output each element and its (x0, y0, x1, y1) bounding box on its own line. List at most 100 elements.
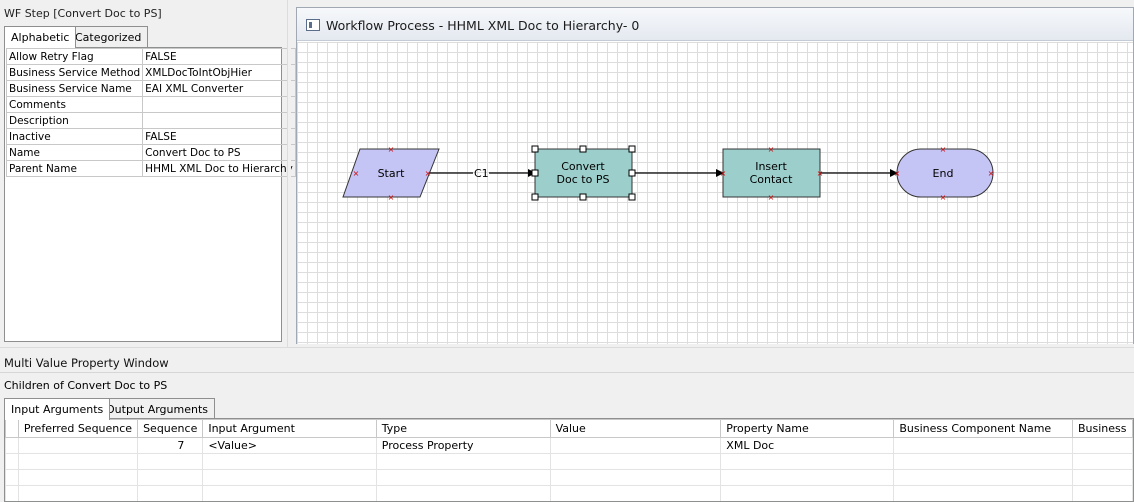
column-header[interactable]: Value (549, 419, 722, 438)
workflow-window: Workflow Process - HHML XML Doc to Hiera… (296, 7, 1134, 344)
property-value[interactable]: FALSE (142, 48, 296, 65)
property-value[interactable]: EAI XML Converter (142, 80, 296, 97)
empty-cell (202, 453, 377, 470)
port-markers: ×× ×× ×× ×× ×× ×× (353, 145, 995, 202)
empty-cell (549, 469, 722, 486)
column-header[interactable]: Business Component Name (893, 419, 1073, 438)
connector-label: C1 (474, 167, 489, 180)
property-name: Parent Name (5, 160, 144, 177)
end-node-label: End (933, 167, 954, 180)
column-header[interactable]: Type (375, 419, 551, 438)
svg-text:×: × (720, 169, 727, 178)
property-name: Description (5, 112, 144, 129)
empty-cell (5, 469, 19, 486)
svg-text:×: × (817, 169, 824, 178)
svg-text:×: × (768, 145, 775, 154)
property-name: Inactive (5, 128, 144, 145)
svg-text:×: × (353, 169, 360, 178)
table-cell[interactable] (5, 437, 19, 454)
tab-alphabetic[interactable]: Alphabetic (4, 26, 77, 48)
empty-cell (720, 485, 895, 501)
svg-text:×: × (768, 193, 775, 202)
end-node[interactable]: End (896, 148, 994, 198)
empty-cell (375, 453, 551, 470)
multi-value-window-title: Multi Value Property Window (0, 353, 1134, 373)
property-row[interactable]: Comments (5, 96, 296, 113)
empty-cell (17, 453, 139, 470)
insert-contact-node[interactable]: Insert Contact (722, 148, 821, 198)
table-row[interactable]: 7<Value>Process Property XML Doc (5, 437, 1133, 454)
property-name: Business Service Method (5, 64, 144, 81)
property-value[interactable] (142, 112, 296, 129)
vertical-splitter[interactable] (287, 0, 291, 347)
svg-text:×: × (988, 169, 995, 178)
column-header[interactable]: Property Name (720, 419, 895, 438)
tab-categorized[interactable]: Categorized (68, 26, 149, 47)
empty-cell (137, 453, 204, 470)
tab-output-arguments[interactable]: Output Arguments (99, 398, 216, 419)
property-value[interactable]: FALSE (142, 128, 296, 145)
table-cell[interactable]: XML Doc (720, 437, 895, 454)
empty-cell (375, 469, 551, 486)
property-pane-title: WF Step [Convert Doc to PS] (4, 7, 162, 20)
workflow-canvas[interactable]: C1 Start Convert Doc to PS (297, 42, 1133, 344)
table-cell[interactable]: Process Property (375, 437, 551, 454)
children-label: Children of Convert Doc to PS (4, 379, 168, 392)
empty-cell (375, 485, 551, 501)
start-node[interactable]: Start (342, 148, 440, 198)
horizontal-splitter[interactable] (0, 347, 1134, 351)
selection-handles[interactable] (531, 145, 636, 201)
property-name: Comments (5, 96, 144, 113)
svg-text:×: × (388, 193, 395, 202)
table-cell[interactable] (893, 437, 1073, 454)
svg-text:×: × (940, 193, 947, 202)
empty-cell (893, 485, 1073, 501)
workflow-title: Workflow Process - HHML XML Doc to Hiera… (326, 18, 640, 33)
empty-cell (137, 469, 204, 486)
table-cell[interactable]: <Value> (202, 437, 377, 454)
empty-cell (549, 453, 722, 470)
column-header[interactable]: Preferred Sequence (17, 419, 139, 438)
column-header[interactable]: Input Argument (202, 419, 377, 438)
svg-text:×: × (940, 145, 947, 154)
table-cell[interactable]: 7 (137, 437, 204, 454)
convert-node-label-1: Convert (561, 160, 605, 173)
empty-cell (720, 453, 895, 470)
workflow-titlebar[interactable]: Workflow Process - HHML XML Doc to Hiera… (297, 8, 1133, 41)
empty-row (5, 453, 1133, 470)
table-cell[interactable] (17, 437, 139, 454)
connector-start-convert[interactable]: C1 (427, 167, 536, 180)
property-value[interactable]: Convert Doc to PS (142, 144, 296, 161)
column-header[interactable] (5, 419, 19, 438)
workflow-diagram: C1 Start Convert Doc to PS (342, 145, 995, 202)
empty-cell (720, 469, 895, 486)
tab-input-arguments[interactable]: Input Arguments (4, 398, 111, 420)
column-header[interactable]: Sequence (137, 419, 204, 438)
table-cell[interactable] (549, 437, 722, 454)
property-name: Business Service Name (5, 80, 144, 97)
insert-node-label-2: Contact (750, 173, 793, 186)
svg-text:×: × (894, 169, 901, 178)
window-icon (306, 19, 320, 31)
property-row[interactable]: Description (5, 112, 296, 129)
property-value[interactable]: XMLDocToIntObjHier (142, 64, 296, 81)
convert-doc-node[interactable]: Convert Doc to PS (531, 145, 636, 201)
empty-cell (893, 453, 1073, 470)
start-node-label: Start (378, 167, 406, 180)
svg-text:×: × (425, 169, 432, 178)
empty-cell (5, 453, 19, 470)
table-cell[interactable] (1072, 437, 1133, 454)
empty-row (5, 469, 1133, 486)
property-value[interactable]: HHML XML Doc to Hierarchy (142, 160, 296, 177)
column-header[interactable]: Business (1072, 419, 1133, 438)
property-value[interactable] (142, 96, 296, 113)
